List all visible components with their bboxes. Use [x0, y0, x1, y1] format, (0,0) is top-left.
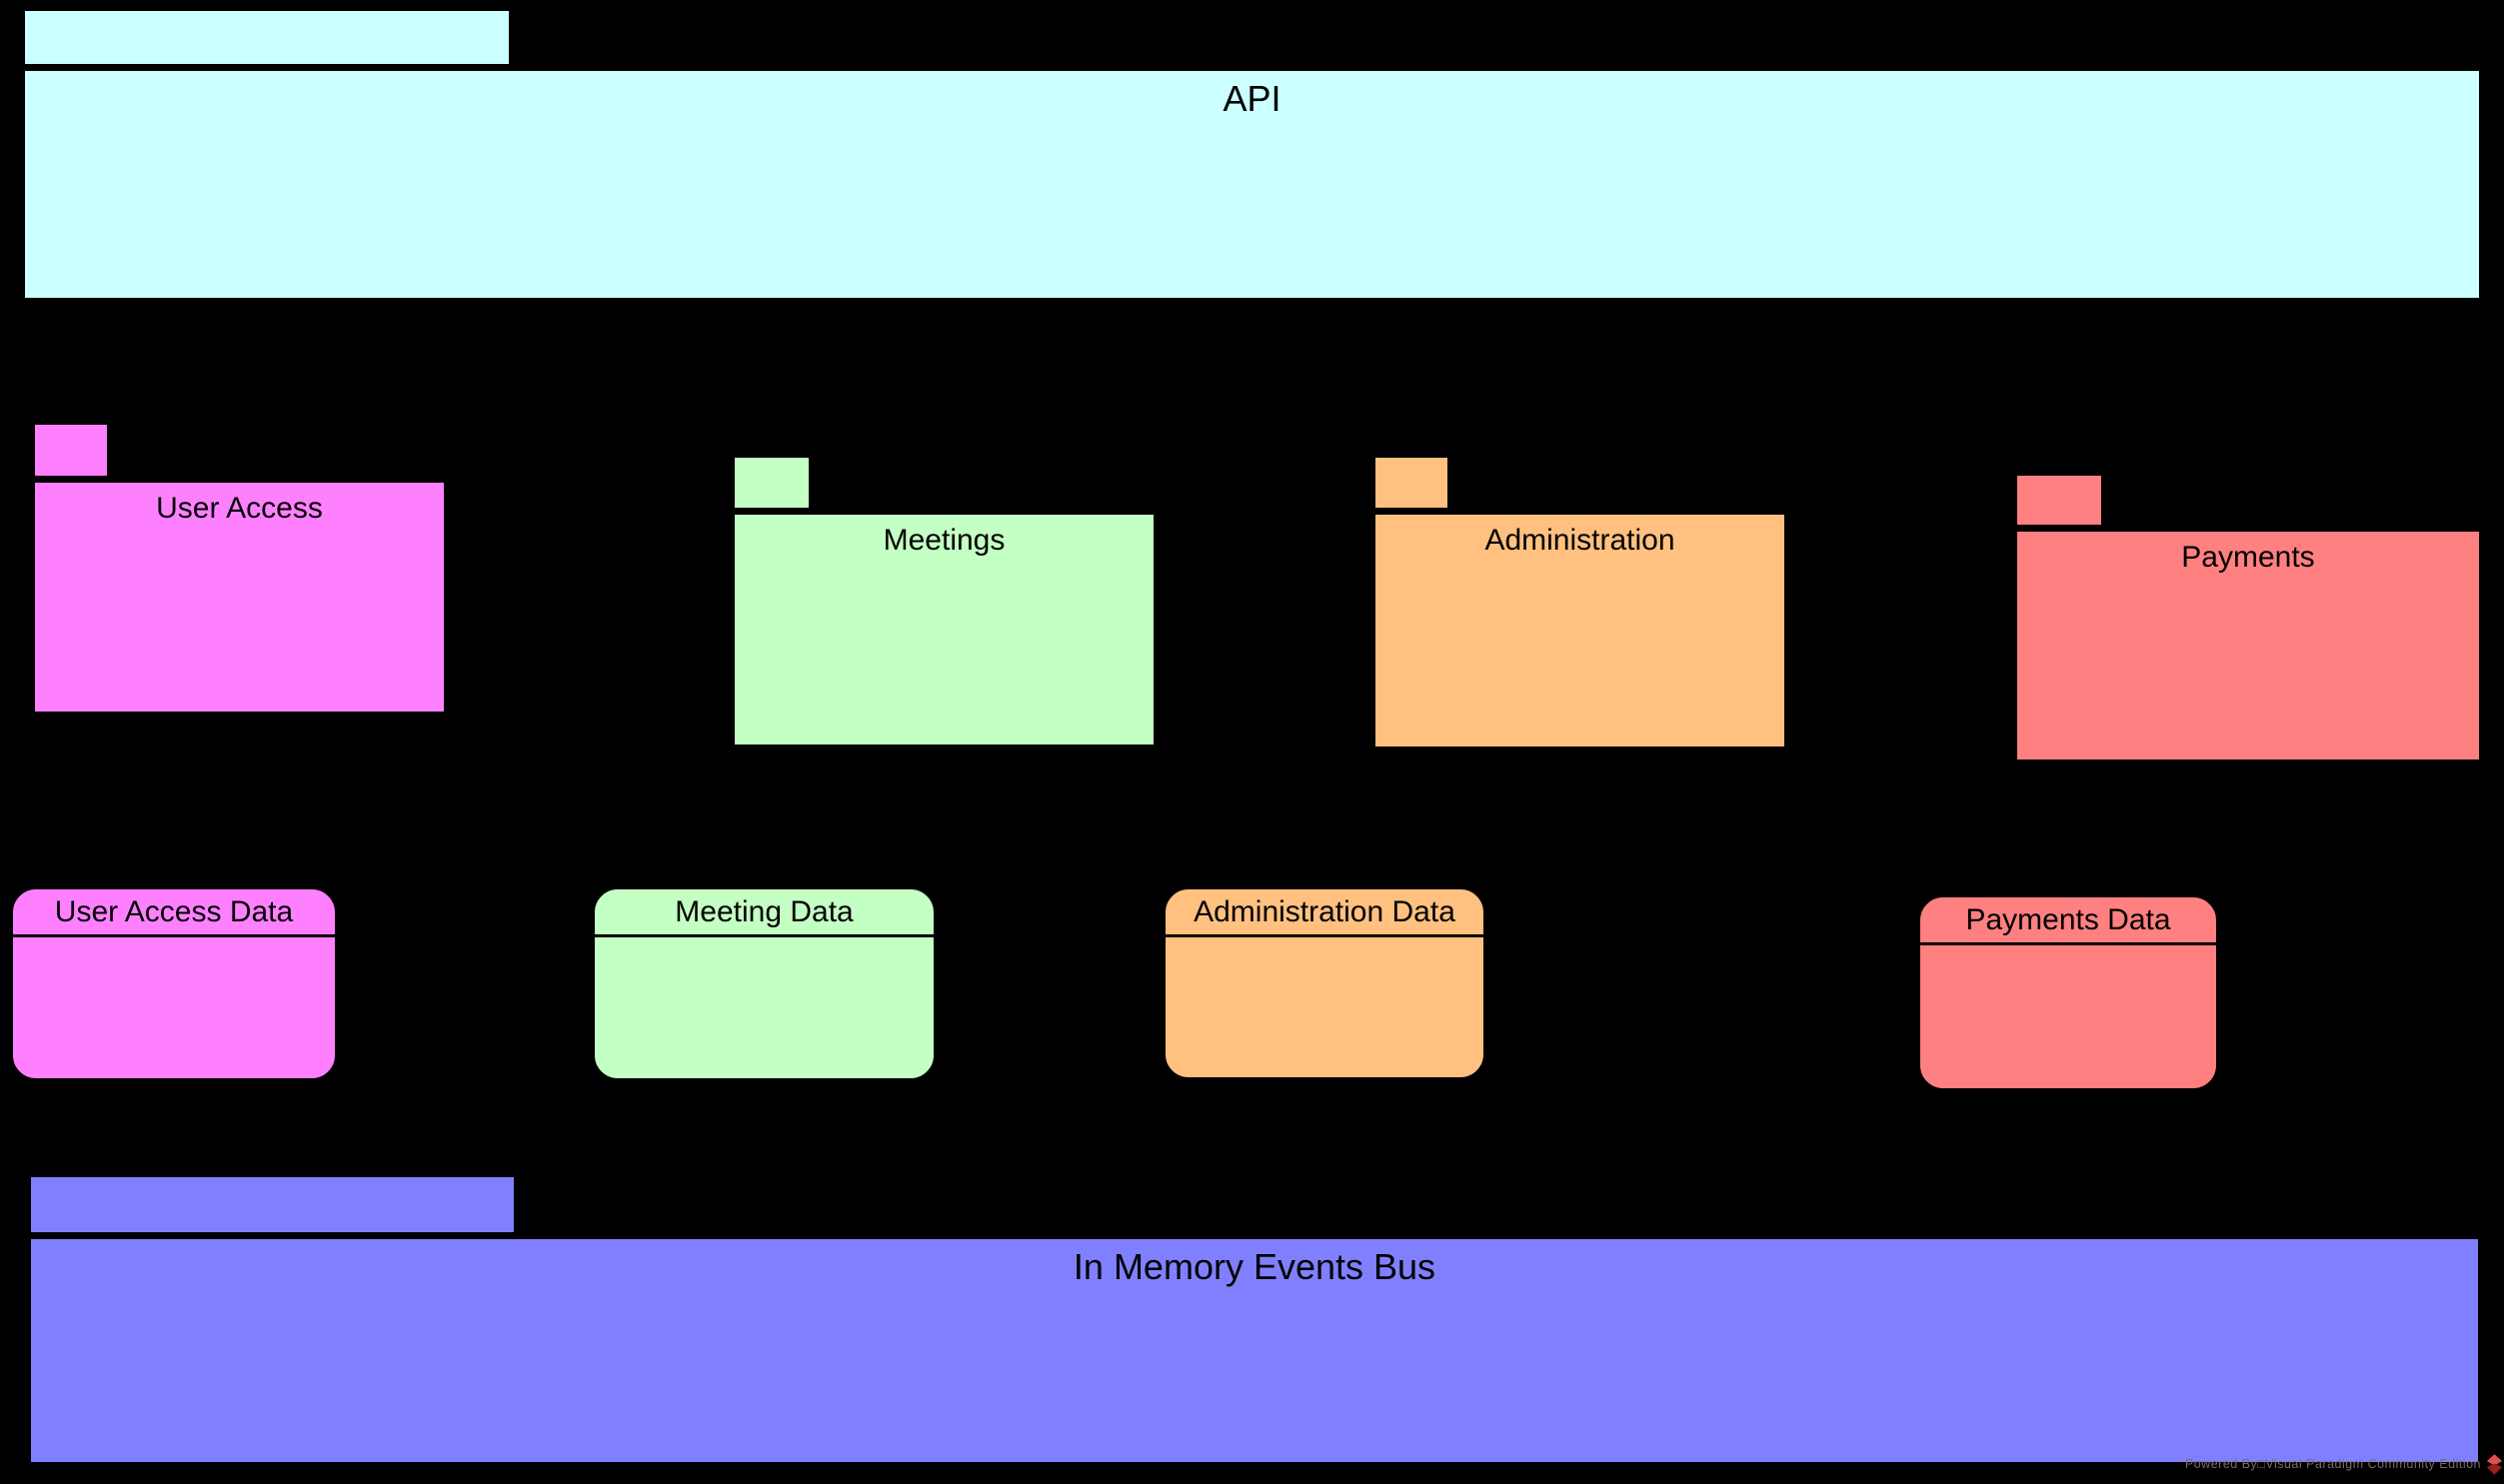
payments-data-store: Payments Data: [1917, 894, 2219, 1091]
payments-package: Payments: [2014, 529, 2482, 762]
api-package-label: API: [1223, 78, 1281, 119]
administration-data-label: Administration Data: [1166, 889, 1483, 937]
events-bus-package-label: In Memory Events Bus: [1073, 1246, 1436, 1287]
meeting-data-store: Meeting Data: [592, 886, 937, 1081]
watermark-text: Powered By□Visual Paradigm Community Edi…: [2184, 1457, 2481, 1471]
watermark: Powered By□Visual Paradigm Community Edi…: [2185, 1453, 2503, 1476]
api-package: API: [22, 68, 2482, 301]
events-bus-package-tab: [28, 1174, 517, 1236]
user-access-data-store: User Access Data: [10, 886, 338, 1081]
meetings-package-label: Meetings: [883, 524, 1006, 557]
administration-package-label: Administration: [1484, 524, 1675, 557]
api-package-tab: [22, 8, 512, 68]
administration-package-tab: [1372, 455, 1450, 512]
meetings-package: Meetings: [732, 512, 1157, 747]
administration-data-store: Administration Data: [1163, 886, 1486, 1080]
meetings-package-tab: [732, 455, 812, 512]
payments-package-label: Payments: [2181, 541, 2315, 574]
events-bus-package: In Memory Events Bus: [28, 1236, 2481, 1465]
payments-data-label: Payments Data: [1920, 897, 2216, 945]
user-access-package-label: User Access: [156, 492, 323, 525]
administration-package: Administration: [1372, 512, 1787, 749]
meeting-data-label: Meeting Data: [595, 889, 934, 937]
user-access-package: User Access: [32, 480, 447, 715]
user-access-data-label: User Access Data: [13, 889, 335, 937]
visual-paradigm-logo-icon: [2486, 1454, 2503, 1475]
user-access-package-tab: [32, 422, 110, 480]
payments-package-tab: [2014, 473, 2104, 529]
